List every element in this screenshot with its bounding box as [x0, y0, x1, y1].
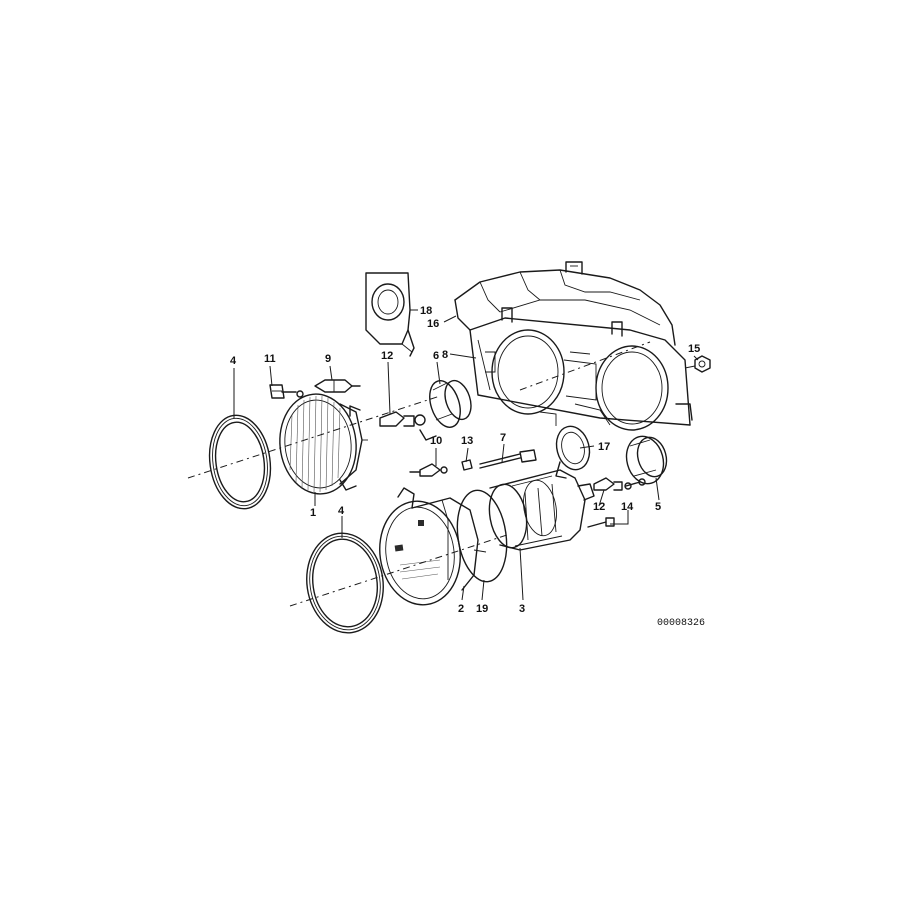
- callout-16: 16: [427, 318, 439, 330]
- callout-2: 2: [458, 603, 464, 615]
- bulb-holder-17: [555, 425, 591, 479]
- bulb-12-lower: [593, 477, 632, 491]
- headlight-1: [279, 393, 368, 495]
- callout-6: 6: [433, 350, 439, 362]
- callout-19: 19: [476, 603, 488, 615]
- reflector-3: [488, 469, 595, 551]
- callout-14: 14: [621, 501, 634, 513]
- callout-15: 15: [688, 343, 700, 355]
- callout-7: 7: [500, 432, 506, 444]
- callout-18: 18: [420, 305, 432, 317]
- bulb-holder-6: [419, 379, 472, 441]
- callout-9: 9: [325, 353, 331, 365]
- callout-5: 5: [655, 501, 661, 513]
- axis-lines: [187, 341, 651, 607]
- callout-4a: 4: [230, 355, 237, 367]
- screws-14: [587, 478, 646, 528]
- adjuster-9: [314, 379, 361, 393]
- callout-3: 3: [519, 603, 525, 615]
- nut-15: [684, 355, 711, 373]
- bulb-holder-5: [625, 435, 668, 485]
- trim-ring-upper: [208, 414, 272, 510]
- cable-7: [479, 449, 537, 469]
- adjuster-11: [269, 384, 304, 399]
- callouts: 1 2 3 4 4 5 6 7 8 9 10 11 12 12 13 14 15…: [230, 305, 700, 615]
- trim-ring-lower: [306, 532, 384, 634]
- catalog-number: 00008326: [657, 618, 705, 629]
- callout-11: 11: [264, 353, 276, 365]
- callout-10: 10: [430, 435, 442, 447]
- callout-12b: 12: [593, 501, 605, 513]
- bracket-18: [365, 272, 415, 357]
- bulb-12-upper: [379, 411, 426, 427]
- leader-lines: [233, 309, 699, 601]
- bulb-10: [409, 463, 448, 477]
- callout-12a: 12: [381, 350, 393, 362]
- headlight-2: [379, 487, 487, 606]
- callout-13: 13: [461, 435, 473, 447]
- headlight-housing: [454, 261, 693, 431]
- callout-8: 8: [442, 349, 448, 361]
- callout-4b: 4: [338, 505, 345, 517]
- clip-13: [461, 459, 473, 471]
- callout-17: 17: [598, 441, 610, 453]
- callout-1: 1: [310, 507, 316, 519]
